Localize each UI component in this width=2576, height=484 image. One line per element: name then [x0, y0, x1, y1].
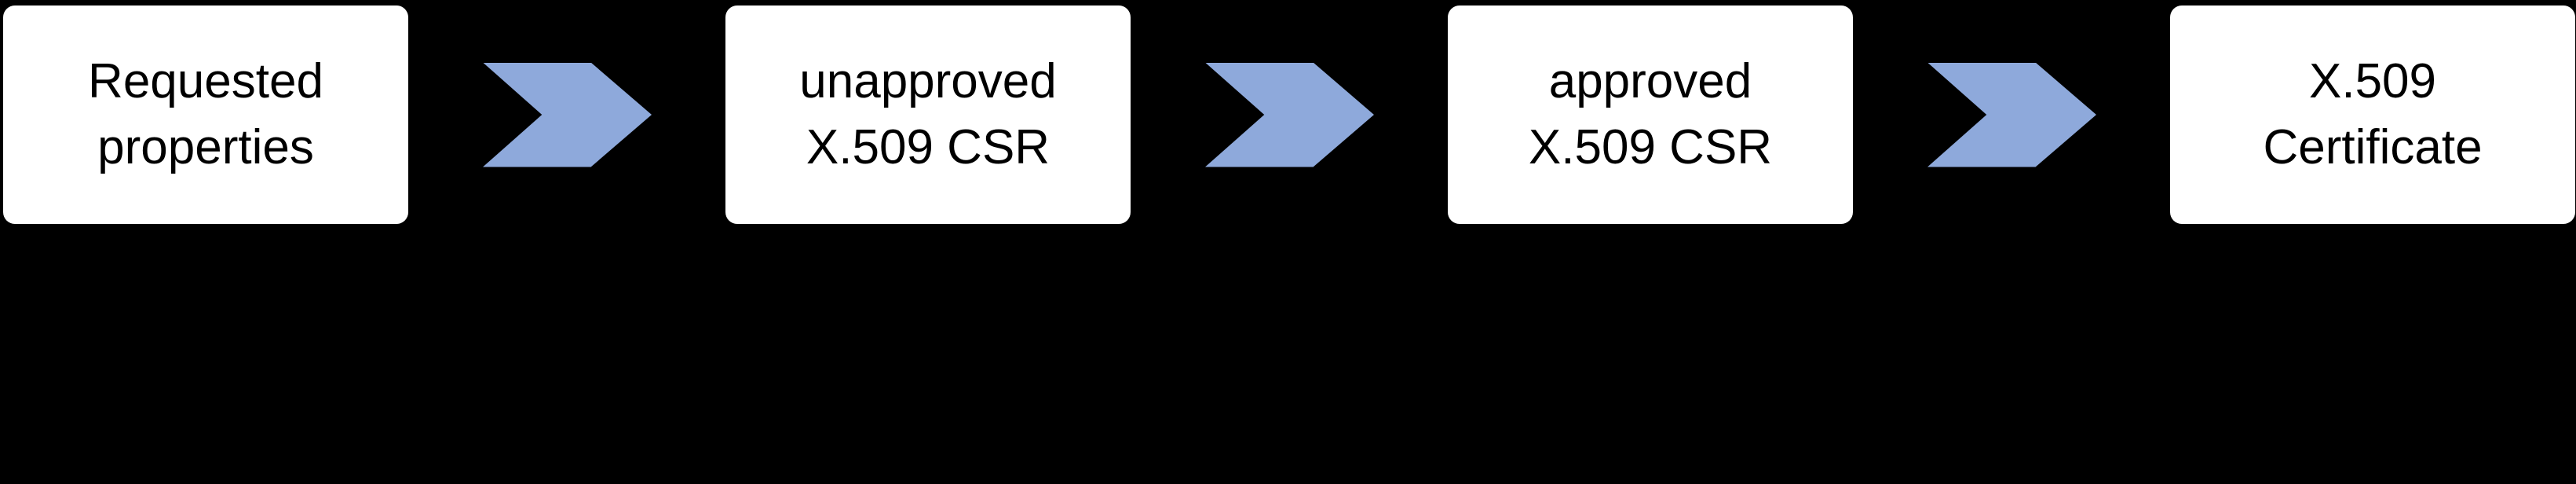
flow-step-label-line: unapproved [799, 54, 1057, 108]
flow-step-label-line: approved [1548, 54, 1752, 108]
flow-step-label-line: Requested [88, 54, 323, 108]
flow-step-x509-certificate: X.509 Certificate [2170, 6, 2575, 224]
chevron-right-icon [1205, 62, 1374, 167]
flow-step-label-line: X.509 CSR [806, 120, 1050, 174]
flow-step-label-line: X.509 CSR [1528, 120, 1773, 174]
flow-step-label-line: properties [97, 120, 314, 174]
chevron-right-icon [1927, 62, 2096, 167]
chevron-right-icon [483, 62, 652, 167]
flow-step-label-line: Certificate [2263, 120, 2483, 174]
flow-step-approved-csr: approved X.509 CSR [1448, 6, 1853, 224]
flow-step-requested-properties: Requested properties [3, 6, 408, 224]
flow-step-unapproved-csr: unapproved X.509 CSR [725, 6, 1131, 224]
process-flow-diagram: Requested properties unapproved X.509 CS… [3, 6, 2575, 224]
flow-step-label-line: X.509 [2308, 54, 2437, 108]
